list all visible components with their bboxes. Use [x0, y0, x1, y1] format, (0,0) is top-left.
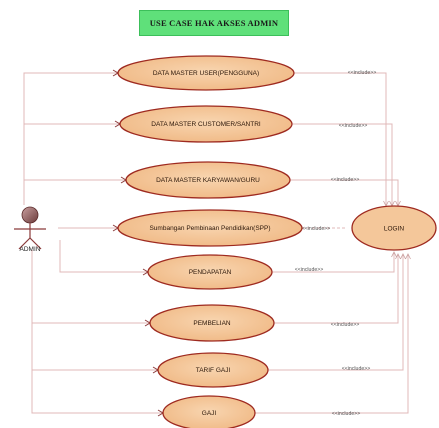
include-line — [272, 252, 395, 273]
use-case-label-uc4: Sumbangan Pembinaan Pendidikan(SPP) — [149, 225, 270, 232]
include-line — [255, 254, 409, 414]
use-case-ellipse-uc3 — [125, 161, 291, 199]
use-case-ellipse-uc5 — [147, 254, 273, 290]
use-case-label-uc2: DATA MASTER CUSTOMER/SANTRI — [151, 121, 261, 128]
include-label: <<include>> — [342, 366, 371, 372]
use-case-ellipse-uc7 — [157, 352, 269, 388]
actor-association-line — [31, 250, 158, 371]
use-case-label-uc6: PEMBELIAN — [193, 320, 231, 327]
include-label: <<include>> — [332, 411, 361, 417]
actor-association-line — [23, 179, 126, 205]
include-arrowhead — [405, 253, 411, 260]
actor-right-leg — [29, 237, 42, 250]
actor-left-leg — [18, 237, 31, 250]
include-label: <<include>> — [348, 70, 377, 76]
use-case-ellipse-uc1 — [117, 55, 295, 91]
actor-head — [21, 206, 39, 224]
use-case-label-uc7: TARIF GAJI — [196, 367, 231, 374]
actor-association-line — [59, 240, 148, 273]
login-label: LOGIN — [384, 226, 405, 233]
use-case-ellipse-uc2 — [119, 105, 293, 143]
admin-actor — [14, 206, 46, 250]
use-case-ellipse-uc8 — [162, 395, 256, 428]
include-line — [292, 123, 393, 206]
actor-association-line — [23, 72, 118, 205]
use-case-label-uc1: DATA MASTER USER(PENGGUNA) — [153, 70, 259, 77]
include-line — [274, 254, 399, 324]
use-case-ellipse-uc6 — [149, 304, 275, 342]
include-line — [290, 179, 399, 206]
include-label: <<include>> — [331, 322, 360, 328]
use-case-label-uc5: PENDAPATAN — [189, 269, 232, 276]
include-label: <<include>> — [331, 177, 360, 183]
include-label: <<include>> — [339, 123, 368, 129]
include-line — [294, 72, 387, 206]
actor-label: ADMIN — [19, 246, 41, 253]
login-use-case — [351, 205, 437, 251]
use-case-ellipse-uc4 — [117, 209, 303, 247]
use-case-label-uc3: DATA MASTER KARYAWAN/GURU — [156, 177, 260, 184]
include-arrowhead — [391, 251, 397, 258]
include-line — [268, 254, 404, 371]
include-label: <<include>> — [302, 226, 331, 232]
use-case-label-uc8: GAJI — [202, 410, 217, 417]
include-arrowhead — [400, 253, 406, 260]
actor-association-line — [31, 250, 163, 414]
include-arrowhead — [395, 253, 401, 260]
diagram-title: USE CASE HAK AKSES ADMIN — [139, 10, 289, 36]
include-label: <<include>> — [295, 267, 324, 273]
actor-association-line — [23, 123, 120, 205]
actor-association-line — [31, 250, 150, 324]
